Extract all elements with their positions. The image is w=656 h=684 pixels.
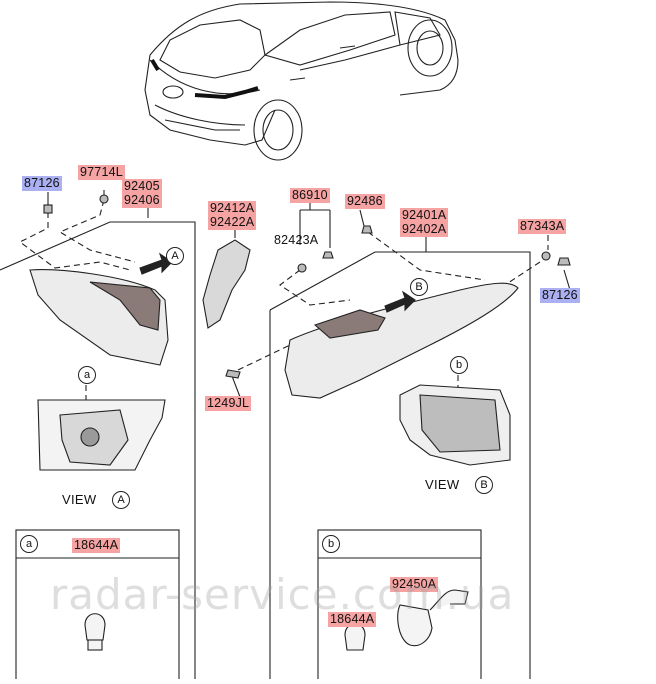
view-a-illustration bbox=[37, 399, 166, 471]
right-frame bbox=[269, 251, 531, 679]
part-tag-92406[interactable]: 92406 bbox=[122, 193, 162, 208]
view-a-label: VIEW bbox=[62, 492, 97, 507]
part-tag-92450A[interactable]: 92450A bbox=[390, 577, 439, 592]
part-tag-92412A[interactable]: 92412A bbox=[208, 201, 257, 216]
part-tag-92422A[interactable]: 92422A bbox=[208, 215, 257, 230]
part-tag-92405[interactable]: 92405 bbox=[122, 179, 162, 194]
bulb-socket-b-illustration bbox=[344, 589, 469, 651]
left-lamp-illustration bbox=[29, 269, 169, 366]
part-tag-87126-left[interactable]: 87126 bbox=[22, 176, 62, 191]
box-marker-a: a bbox=[20, 535, 38, 553]
callout-A: A bbox=[166, 247, 184, 265]
garnish-illustration bbox=[202, 239, 251, 329]
callout-B: B bbox=[410, 278, 428, 296]
part-tag-1249JL[interactable]: 1249JL bbox=[205, 396, 252, 411]
right-lamp-illustration bbox=[284, 282, 519, 399]
part-tag-92486[interactable]: 92486 bbox=[345, 194, 385, 209]
left-frame bbox=[0, 221, 196, 679]
vehicle-illustration bbox=[144, 1, 459, 161]
part-tag-92402A[interactable]: 92402A bbox=[400, 222, 449, 237]
view-b-letter: B bbox=[475, 476, 493, 494]
view-b-illustration bbox=[399, 384, 511, 466]
part-tag-97714L[interactable]: 97714L bbox=[78, 165, 125, 180]
detail-marker-a: a bbox=[78, 366, 96, 384]
detail-marker-b: b bbox=[450, 356, 468, 374]
part-tag-86910[interactable]: 86910 bbox=[290, 188, 330, 203]
bulb-a-illustration bbox=[84, 613, 106, 651]
part-tag-87126-right[interactable]: 87126 bbox=[540, 288, 580, 303]
part-tag-18644A-a[interactable]: 18644A bbox=[72, 538, 121, 553]
part-tag-92401A[interactable]: 92401A bbox=[400, 208, 449, 223]
part-tag-18644A-b[interactable]: 18644A bbox=[328, 612, 377, 627]
view-b-label: VIEW bbox=[425, 477, 460, 492]
view-a-letter: A bbox=[112, 491, 130, 509]
part-tag-87343A[interactable]: 87343A bbox=[518, 219, 567, 234]
part-tag-82423A[interactable]: 82423A bbox=[274, 233, 319, 247]
box-marker-b: b bbox=[322, 535, 340, 553]
